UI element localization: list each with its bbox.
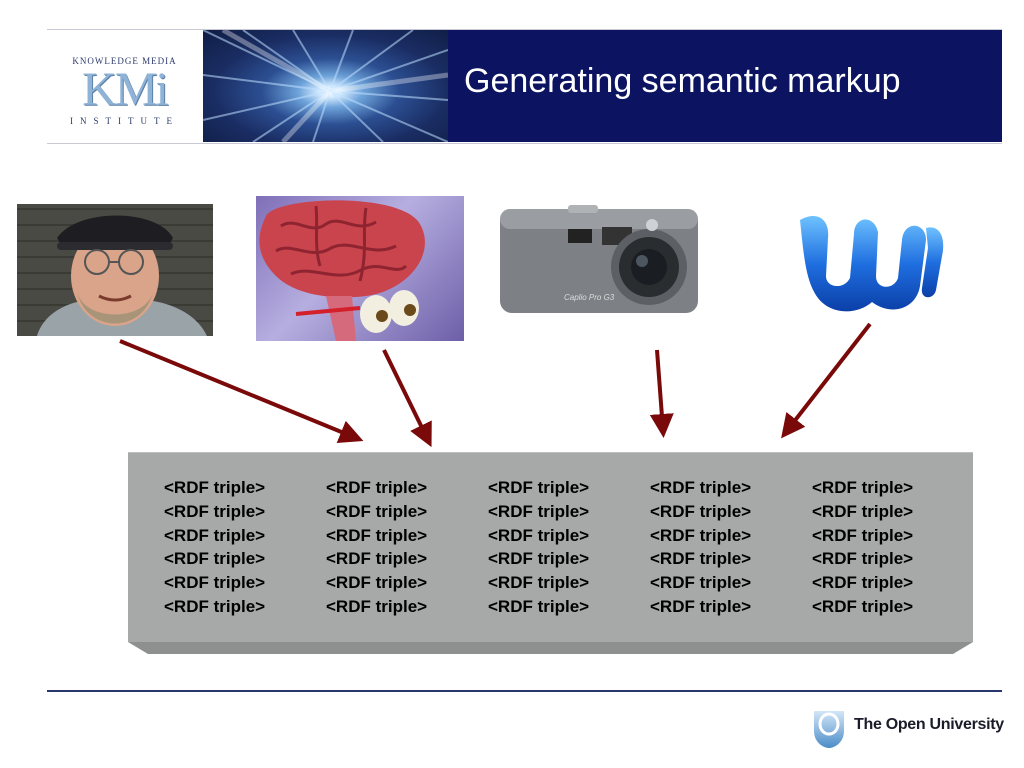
rdf-triple-item: <RDF triple> [812, 478, 914, 497]
rdf-triple-item: <RDF triple> [812, 573, 914, 593]
rdf-triple-item: <RDF triple> [488, 478, 590, 497]
rdf-triple-item: <RDF triple> [650, 596, 752, 616]
rdf-triple-item: <RDF triple> [488, 501, 590, 521]
rdf-triple-item: <RDF triple> [164, 573, 266, 593]
camera-model-label: Caplio Pro G3 [564, 293, 615, 302]
footer-rule [47, 690, 1002, 692]
rdf-triple-item: <RDF triple> [650, 501, 752, 521]
person-photo [17, 204, 213, 336]
kmi-logo-mark: KMi [82, 63, 169, 116]
rdf-triple-item: <RDF triple> [326, 478, 428, 497]
kmi-logo-bottom-text: INSTITUTE [70, 116, 179, 126]
header-bottom-rule [47, 143, 1002, 144]
page-title: Generating semantic markup [464, 62, 901, 100]
rdf-triple-item: <RDF triple> [812, 549, 914, 569]
open-university-name: The Open University [854, 716, 1004, 733]
rdf-triple-item: <RDF triple> [326, 525, 428, 545]
rdf-triple-box: <RDF triple> <RDF triple> <RDF triple> <RDF… [128, 452, 973, 654]
rdf-triple-item: <RDF triple> [326, 549, 428, 569]
rdf-triple-item: <RDF triple> [488, 596, 590, 616]
kmi-logo: KNOWLEDGE MEDIA KMi INSTITUTE [47, 30, 202, 142]
rdf-triple-item: <RDF triple> [164, 478, 266, 497]
digital-camera: Caplio Pro G3 [494, 195, 705, 324]
rdf-triple-item: <RDF triple> [650, 478, 752, 497]
rdf-triple-item: <RDF triple> [164, 501, 266, 521]
rdf-triple-item: <RDF triple> [650, 525, 752, 545]
rdf-triple-item: <RDF triple> [326, 501, 428, 521]
arrow-brain [382, 349, 432, 448]
rdf-triple-item: <RDF triple> [812, 501, 914, 521]
rdf-triple-item: <RDF triple> [488, 525, 590, 545]
rdf-triple-item: <RDF triple> [488, 573, 590, 593]
rdf-triple-item: <RDF triple> [650, 573, 752, 593]
arrow-word [781, 322, 872, 439]
arrow-person [119, 339, 364, 444]
rdf-triple-item: <RDF triple> [164, 549, 266, 569]
arrow-camera [649, 349, 674, 438]
rdf-triple-item: <RDF triple> [650, 549, 752, 569]
header-top-rule [47, 29, 1002, 30]
open-university-logo: The Open University [812, 709, 1007, 749]
rdf-triple-item: <RDF triple> [326, 573, 428, 593]
word-icon [770, 198, 975, 323]
brain-illustration [256, 196, 464, 341]
rdf-triple-item: <RDF triple> [326, 596, 428, 616]
rdf-triple-item: <RDF triple> [164, 525, 266, 545]
kmi-logo-top-text: KNOWLEDGE MEDIA [72, 56, 177, 66]
title-bar: Generating semantic markup [448, 30, 1002, 142]
tunnel-graphic [203, 30, 448, 142]
rdf-triple-item: <RDF triple> [812, 596, 914, 616]
rdf-triple-item: <RDF triple> [812, 525, 914, 545]
rdf-triple-grid: <RDF triple> <RDF triple> <RDF triple> <RDF… [150, 476, 950, 626]
rdf-triple-item: <RDF triple> [164, 596, 266, 616]
rdf-triple-item: <RDF triple> [488, 549, 590, 569]
